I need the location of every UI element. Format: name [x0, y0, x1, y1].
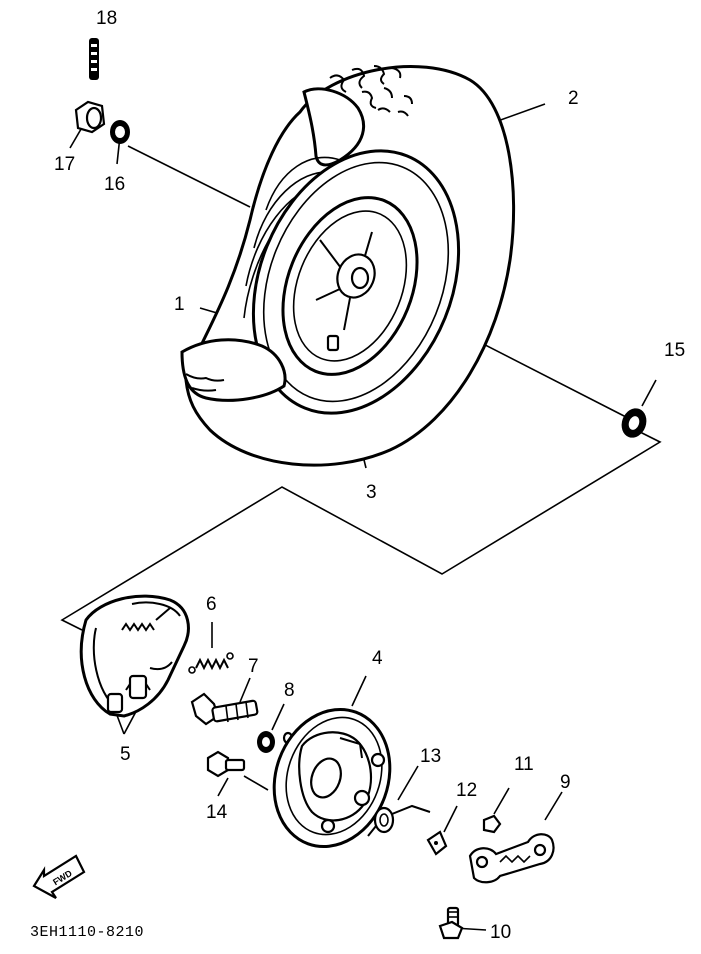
axle-hardware: [74, 38, 130, 144]
washer-axle: [621, 408, 647, 438]
callout-15: 15: [664, 340, 685, 361]
cam-lever-nut: [482, 814, 502, 834]
washer-small: [110, 120, 130, 144]
callout-1: 1: [174, 294, 185, 315]
brake-shoe-plate: [272, 707, 392, 849]
return-spring: [367, 804, 431, 837]
castle-nut: [74, 100, 106, 134]
callout-8: 8: [284, 680, 295, 701]
callout-13: 13: [420, 746, 441, 767]
callout-14: 14: [206, 802, 228, 823]
callout-6: 6: [206, 594, 217, 615]
callout-17: 17: [54, 154, 75, 175]
part-code: 3EH1110-8210: [30, 924, 144, 941]
tread-pattern: [329, 65, 413, 117]
brake-shoes: [79, 594, 190, 718]
callout-numbers: 18 17 16 2 1 15 3 6 4 7 8 5 13 11 9 12 1…: [54, 8, 685, 943]
callout-18: 18: [96, 8, 117, 29]
brake-spring: [188, 652, 234, 674]
wheel-hub: [281, 196, 419, 376]
callout-7: 7: [248, 656, 259, 677]
cam-lever-bolt: [438, 906, 464, 940]
tire: [180, 65, 516, 467]
callout-11: 11: [514, 754, 534, 775]
callout-3: 3: [366, 482, 377, 503]
callout-10: 10: [490, 922, 511, 943]
cotter-pin: [89, 38, 99, 80]
callout-2: 2: [568, 88, 579, 109]
wear-indicator: [426, 830, 448, 856]
callout-4: 4: [372, 648, 383, 669]
callout-16: 16: [104, 174, 125, 195]
callout-9: 9: [560, 772, 571, 793]
brake-camshaft: [190, 692, 259, 726]
forward-arrow-icon: FWD: [32, 854, 86, 899]
brake-cam-lever: [468, 833, 555, 884]
callout-5: 5: [120, 744, 131, 765]
pivot-bolt: [206, 750, 246, 778]
callout-12: 12: [456, 780, 477, 801]
